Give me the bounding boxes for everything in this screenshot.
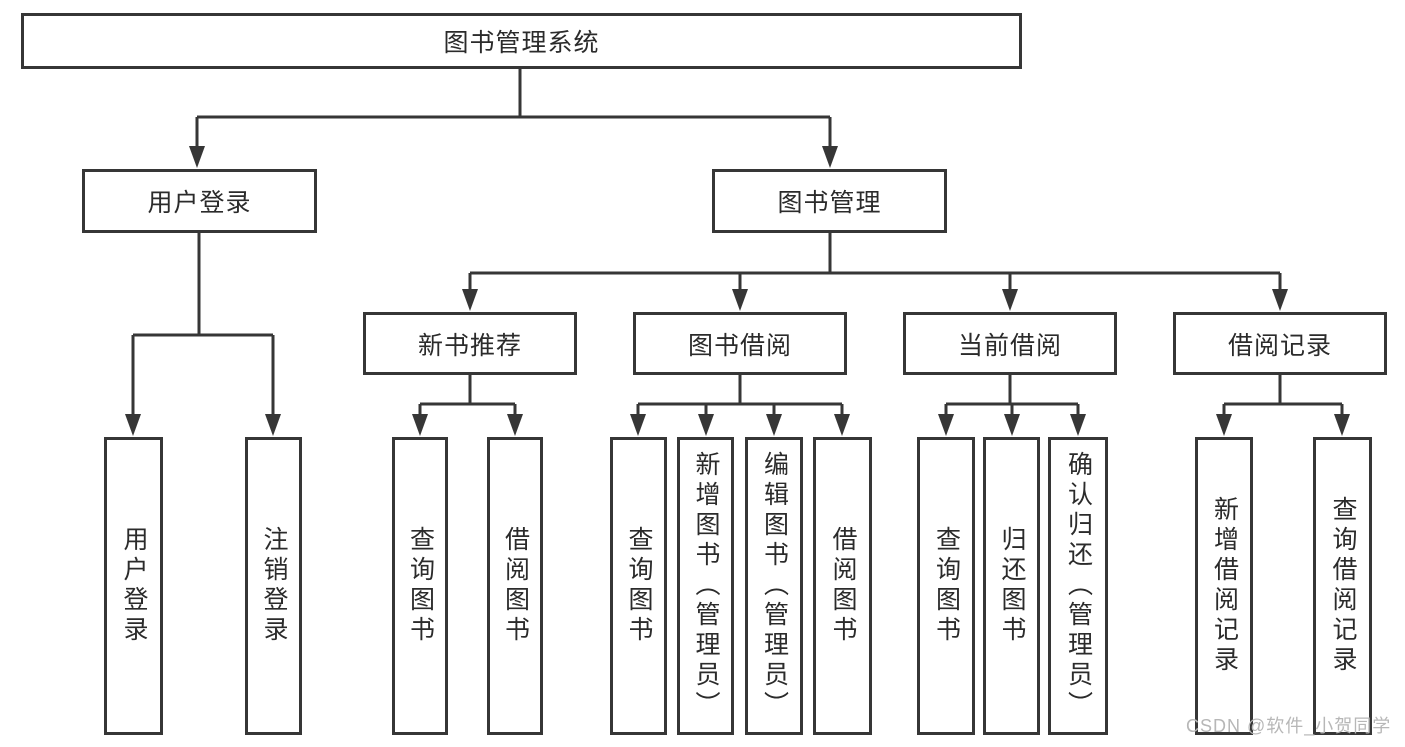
node-leaf-query-book-1: 查询图书 — [392, 437, 448, 735]
node-leaf-borrow-book-1-label: 借阅图书 — [501, 526, 530, 646]
node-book-borrowing: 图书借阅 — [633, 312, 847, 375]
node-leaf-logout: 注销登录 — [245, 437, 302, 735]
node-root-label: 图书管理系统 — [443, 29, 600, 57]
node-leaf-query-book-3: 查询图书 — [917, 437, 975, 735]
node-leaf-add-book-admin: 新增图书（管理员） — [677, 437, 734, 735]
node-leaf-query-book-1-label: 查询图书 — [406, 526, 435, 646]
node-leaf-edit-book-admin-label: 编辑图书（管理员） — [760, 451, 789, 721]
node-current-borrowing-label: 当前借阅 — [957, 331, 1062, 360]
node-leaf-return-book: 归还图书 — [983, 437, 1040, 735]
node-leaf-logout-label: 注销登录 — [260, 526, 288, 646]
node-leaf-borrow-book-2-label: 借阅图书 — [829, 526, 857, 646]
node-root: 图书管理系统 — [21, 13, 1022, 69]
node-user-login: 用户登录 — [82, 169, 317, 233]
node-leaf-add-borrow-record-label: 新增借阅记录 — [1210, 496, 1239, 676]
node-new-book-recommendation-label: 新书推荐 — [417, 331, 522, 360]
node-leaf-add-borrow-record: 新增借阅记录 — [1195, 437, 1253, 735]
node-leaf-query-borrow-record: 查询借阅记录 — [1313, 437, 1372, 735]
node-current-borrowing: 当前借阅 — [903, 312, 1117, 375]
node-new-book-recommendation: 新书推荐 — [363, 312, 577, 375]
node-leaf-borrow-book-1: 借阅图书 — [487, 437, 543, 735]
node-borrowing-records: 借阅记录 — [1173, 312, 1387, 375]
node-leaf-query-book-2: 查询图书 — [610, 437, 667, 735]
node-leaf-confirm-return-admin-label: 确认归还（管理员） — [1064, 451, 1093, 721]
node-book-management: 图书管理 — [712, 169, 947, 233]
node-leaf-confirm-return-admin: 确认归还（管理员） — [1048, 437, 1108, 735]
node-leaf-add-book-admin-label: 新增图书（管理员） — [692, 451, 720, 721]
node-leaf-query-borrow-record-label: 查询借阅记录 — [1329, 496, 1357, 676]
node-leaf-query-book-2-label: 查询图书 — [625, 526, 653, 646]
node-leaf-return-book-label: 归还图书 — [998, 526, 1026, 646]
node-leaf-query-book-3-label: 查询图书 — [932, 526, 961, 646]
node-book-borrowing-label: 图书借阅 — [687, 331, 792, 360]
csdn-watermark: CSDN @软件_小贺同学 — [1186, 716, 1392, 736]
node-user-login-label: 用户登录 — [147, 189, 252, 217]
node-borrowing-records-label: 借阅记录 — [1227, 331, 1332, 360]
node-leaf-borrow-book-2: 借阅图书 — [813, 437, 872, 735]
node-leaf-edit-book-admin: 编辑图书（管理员） — [745, 437, 803, 735]
node-leaf-user-login: 用户登录 — [104, 437, 163, 735]
node-book-management-label: 图书管理 — [777, 189, 882, 217]
node-leaf-user-login-label: 用户登录 — [120, 526, 148, 646]
